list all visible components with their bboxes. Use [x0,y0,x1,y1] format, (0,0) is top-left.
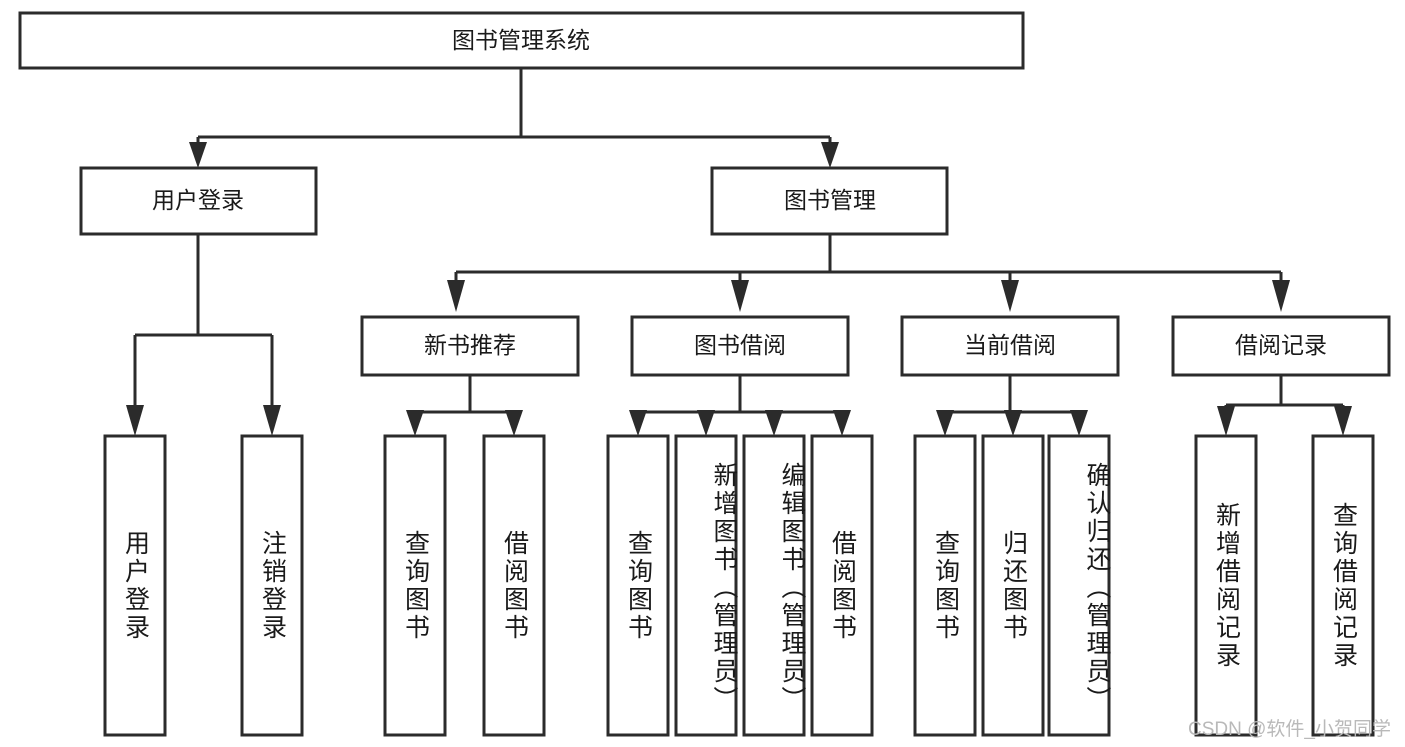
node-new-book-rec[interactable]: 新书推荐 [360,315,580,377]
node-current-borrow-label: 当前借阅 [964,332,1056,358]
node-leaf-add-book-box[interactable] [674,434,738,737]
node-leaf-edit-book-box[interactable] [742,434,806,737]
node-root-label: 图书管理系统 [452,27,590,53]
connector-user-login-to-leaves [126,234,281,436]
connector-current-borrow-to-leaves [936,375,1088,436]
arrow-to-leaf-edit-book [765,410,783,436]
node-leaf-query-book-1-box[interactable] [383,434,447,737]
arrow-to-leaf-query-book-3 [936,410,954,436]
node-leaf-query-record-box[interactable] [1311,434,1375,737]
node-leaf-borrow-book-1-box[interactable] [482,434,546,737]
node-borrow-record-box[interactable] [1171,315,1391,377]
arrow-to-leaf-add-record [1217,406,1235,436]
node-leaf-query-book-2-box[interactable] [606,434,670,737]
node-borrow-record[interactable]: 借阅记录 [1171,315,1391,377]
connector-book-borrow-to-leaves [629,375,851,436]
node-current-borrow[interactable]: 当前借阅 [900,315,1120,377]
node-book-borrow-box[interactable] [630,315,850,377]
arrow-to-new-book-rec [447,280,465,312]
connector-new-book-rec-to-leaves [406,375,523,436]
node-book-manage-label: 图书管理 [784,187,876,213]
arrow-to-leaf-query-book-2 [629,410,647,436]
node-leaf-borrow-book-2-box[interactable] [810,434,874,737]
node-leaf-query-book-3-box[interactable] [913,434,977,737]
arrow-to-leaf-query-book-1 [406,410,424,436]
arrow-to-leaf-return-book [1004,410,1022,436]
node-new-book-rec-box[interactable] [360,315,580,377]
arrow-to-user-login [189,142,207,168]
arrow-to-book-manage [821,142,839,168]
node-leaf-user-login-box[interactable] [103,434,167,737]
csdn-watermark: CSDN @软件_小贺同学 [1188,719,1391,740]
node-book-manage-box[interactable] [710,166,949,236]
node-book-borrow-label: 图书借阅 [694,332,786,358]
arrow-to-book-borrow [731,280,749,312]
node-book-borrow[interactable]: 图书借阅 [630,315,850,377]
node-user-login-label: 用户登录 [152,187,244,213]
node-root[interactable]: 图书管理系统 [18,11,1025,70]
node-borrow-record-label: 借阅记录 [1235,332,1327,358]
node-leaf-return-book-box[interactable] [981,434,1045,737]
connector-root-to-level2 [189,68,839,168]
arrow-to-leaf-borrow-book-2 [833,410,851,436]
connector-book-manage-to-level3 [447,234,1290,312]
arrow-to-leaf-user-login [126,405,144,436]
node-user-login[interactable]: 用户登录 [79,166,318,236]
node-current-borrow-box[interactable] [900,315,1120,377]
node-leaf-add-record-box[interactable] [1194,434,1258,737]
node-new-book-rec-label: 新书推荐 [424,332,516,358]
node-user-login-box[interactable] [79,166,318,236]
arrow-to-current-borrow [1001,280,1019,312]
arrow-to-leaf-confirm-return [1070,410,1088,436]
node-root-box[interactable] [18,11,1025,70]
node-leaf-confirm-return-box[interactable] [1047,434,1111,737]
arrow-to-borrow-record [1272,280,1290,312]
arrow-to-leaf-borrow-book-1 [505,410,523,436]
arrow-to-leaf-logout [263,405,281,436]
connector-borrow-record-to-leaves [1217,375,1352,436]
node-leaf-logout-box[interactable] [240,434,304,737]
arrow-to-leaf-query-record [1334,406,1352,436]
node-book-manage[interactable]: 图书管理 [710,166,949,236]
arrow-to-leaf-add-book [697,410,715,436]
